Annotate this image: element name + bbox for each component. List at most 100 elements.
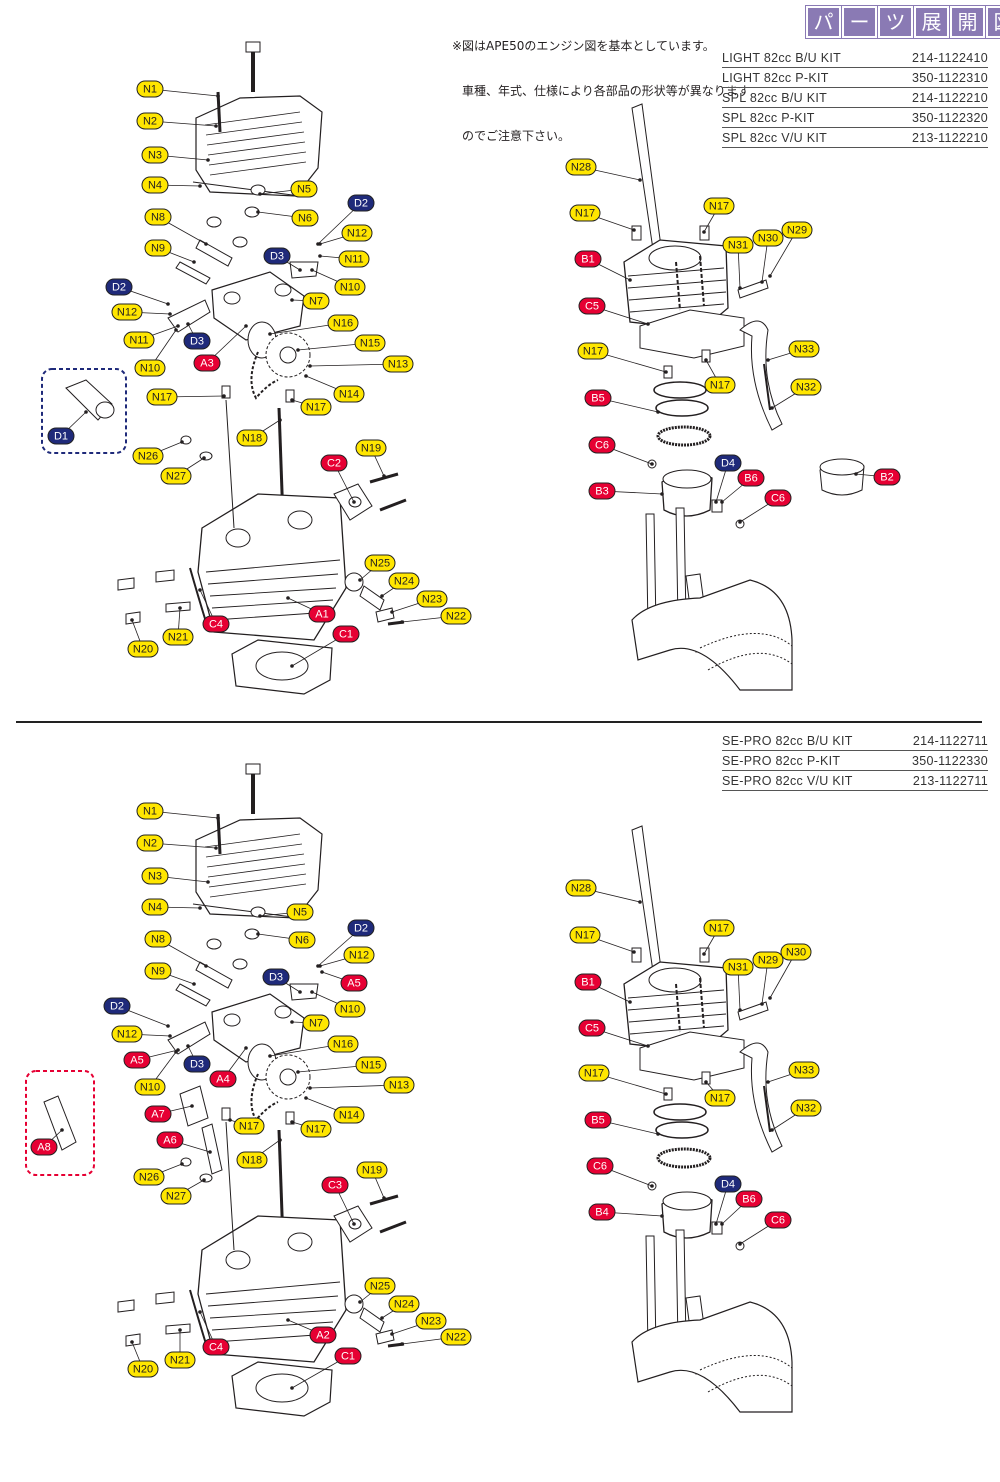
- part-label-n6: N6: [288, 931, 316, 949]
- kit-code: 214-1122711: [912, 734, 988, 748]
- part-label-n8: N8: [144, 208, 172, 226]
- label-pill: [123, 331, 155, 349]
- label-pill: [338, 250, 370, 268]
- label-text: N23: [421, 1316, 441, 1328]
- label-text: N17: [306, 1124, 326, 1136]
- label-pill: [136, 112, 164, 130]
- leader-dot: [290, 664, 294, 668]
- part-label-n19: N19: [356, 1161, 388, 1179]
- part-label-n5: N5: [286, 903, 314, 921]
- leader-dot: [382, 474, 386, 478]
- label-pill: [355, 439, 387, 457]
- label-text: A3: [200, 358, 213, 370]
- label-text: N22: [446, 611, 466, 623]
- leader-dot: [304, 1096, 308, 1100]
- leader-dot: [380, 1316, 384, 1320]
- leader-dot: [256, 210, 260, 214]
- leader-dot: [228, 1118, 232, 1122]
- note-line: のでご注意下さい。: [462, 129, 571, 143]
- label-text: N24: [394, 1299, 414, 1311]
- title-char: 展: [913, 5, 950, 39]
- label-text: N1: [143, 84, 157, 96]
- label-text: N4: [148, 902, 162, 914]
- label-text: N23: [422, 594, 442, 606]
- label-text: N13: [388, 359, 408, 371]
- a8-part: [43, 1095, 77, 1151]
- label-text: C4: [209, 1342, 223, 1354]
- label-pill: [388, 572, 420, 590]
- label-pill: [334, 1347, 362, 1365]
- leader-dot: [180, 440, 184, 444]
- part-label-n28: N28: [565, 879, 597, 897]
- leader-dot: [738, 1008, 742, 1012]
- leader-dot: [178, 1328, 182, 1332]
- part-label-c4: C4: [202, 615, 230, 633]
- label-pill: [183, 1055, 211, 1073]
- part-label-n11: N11: [338, 250, 370, 268]
- part-label-n24: N24: [388, 1295, 420, 1313]
- label-text: N17: [575, 930, 595, 942]
- title-char: 開: [949, 5, 986, 39]
- part-label-a2: A2: [309, 1326, 337, 1344]
- label-pill: [578, 1019, 606, 1037]
- leader-dot: [278, 418, 282, 422]
- part-label-n8: N8: [144, 930, 172, 948]
- part-label-n29: N29: [752, 951, 784, 969]
- a7-a6-parts: [179, 1085, 223, 1175]
- part-label-n17: N17: [300, 398, 332, 416]
- leader-dot: [770, 1128, 774, 1132]
- part-label-n15: N15: [354, 334, 386, 352]
- leader-dot: [290, 1386, 294, 1390]
- label-pill: [704, 1089, 736, 1107]
- title-char: ー: [841, 5, 878, 39]
- label-text: N33: [794, 344, 814, 356]
- leader-dot: [290, 1120, 294, 1124]
- label-pill: [440, 607, 472, 625]
- leader-dot: [358, 1300, 362, 1304]
- label-text: N21: [170, 1355, 190, 1367]
- label-pill: [388, 1295, 420, 1313]
- parts-diagram-title: パ ー ツ 展 開 図: [805, 5, 1000, 39]
- part-label-n16: N16: [327, 314, 359, 332]
- camshaft-part: [65, 379, 115, 421]
- label-pill: [263, 247, 291, 265]
- leader-dot: [400, 1342, 404, 1346]
- part-label-n17: N17: [569, 926, 601, 944]
- part-label-d1: D1: [47, 427, 75, 445]
- part-label-n32: N32: [790, 378, 822, 396]
- part-label-n20: N20: [127, 640, 159, 658]
- leader-dot: [84, 410, 88, 414]
- label-text: N8: [151, 212, 165, 224]
- leader-dot: [650, 462, 654, 466]
- leader-dot: [632, 950, 636, 954]
- label-pill: [134, 1078, 166, 1096]
- label-text: N17: [306, 402, 326, 414]
- leader-dot: [358, 578, 362, 582]
- label-text: D2: [110, 1001, 124, 1013]
- label-text: D4: [721, 458, 735, 470]
- label-text: D2: [354, 198, 368, 210]
- label-text: B5: [591, 1115, 604, 1127]
- label-pill: [788, 340, 820, 358]
- leader-dot: [628, 278, 632, 282]
- part-label-n24: N24: [388, 572, 420, 590]
- label-pill: [703, 197, 735, 215]
- part-label-c1: C1: [334, 1347, 362, 1365]
- part-label-b6: B6: [735, 1190, 763, 1208]
- leader-dot: [298, 990, 302, 994]
- label-pill: [286, 903, 314, 921]
- part-label-n16: N16: [327, 1035, 359, 1053]
- label-pill: [111, 303, 143, 321]
- label-text: N32: [796, 382, 816, 394]
- piston-part-b2: [819, 458, 865, 496]
- label-pill: [578, 297, 606, 315]
- label-text: N17: [709, 923, 729, 935]
- part-label-n22: N22: [440, 1328, 472, 1346]
- label-text: N28: [571, 162, 591, 174]
- label-pill: [574, 250, 602, 268]
- leader-dot: [704, 358, 708, 362]
- label-text: N10: [340, 1004, 360, 1016]
